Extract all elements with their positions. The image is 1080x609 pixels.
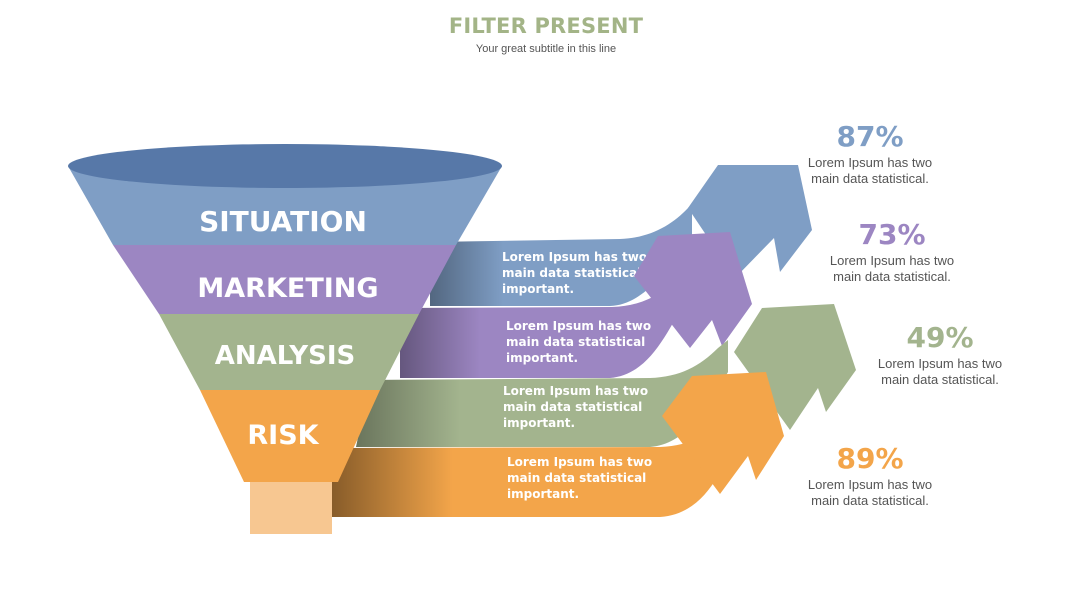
funnel-segment-risk [200, 390, 380, 482]
stat-situation: 87% Lorem Ipsum has two main data statis… [790, 122, 950, 187]
stat-analysis: 49% Lorem Ipsum has two main data statis… [860, 323, 1020, 388]
funnel-segment-situation [68, 166, 502, 245]
stat-text-analysis: Lorem Ipsum has two main data statistica… [877, 356, 1003, 387]
stage-label-risk: RISK [247, 420, 319, 451]
stat-percent-situation: 87% [836, 120, 904, 153]
stage-label-marketing: MARKETING [197, 273, 378, 304]
stat-marketing: 73% Lorem Ipsum has two main data statis… [812, 220, 972, 285]
funnel-segment-marketing [113, 245, 456, 314]
band-text-risk: Lorem Ipsum has two main data statistica… [507, 455, 656, 501]
band-arrow-risk: Lorem Ipsum has two main data statistica… [330, 372, 784, 517]
stat-percent-analysis: 49% [906, 321, 974, 354]
stat-text-risk: Lorem Ipsum has two main data statistica… [807, 477, 933, 508]
funnel-segment-analysis [159, 314, 419, 390]
stage-label-situation: SITUATION [199, 205, 367, 238]
header: FILTER PRESENT Your great subtitle in th… [0, 14, 1080, 55]
stage-label-analysis: ANALYSIS [215, 341, 355, 371]
stat-text-marketing: Lorem Ipsum has two main data statistica… [829, 253, 955, 284]
stat-percent-marketing: 73% [858, 218, 926, 251]
funnel-spout [250, 482, 332, 534]
band-arrow-situation: Lorem Ipsum has two main data statistica… [430, 165, 812, 306]
band-text-marketing: Lorem Ipsum has two main data statistica… [506, 319, 655, 365]
funnel: SITUATION MARKETING ANALYSIS RISK [68, 144, 502, 534]
stat-risk: 89% Lorem Ipsum has two main data statis… [790, 444, 950, 509]
page-subtitle: Your great subtitle in this line [475, 43, 617, 55]
band-text-analysis: Lorem Ipsum has two main data statistica… [503, 384, 652, 430]
band-arrow-marketing: Lorem Ipsum has two main data statistica… [400, 232, 752, 378]
stat-text-situation: Lorem Ipsum has two main data statistica… [807, 155, 933, 186]
page-title: FILTER PRESENT [448, 14, 644, 38]
band-arrow-analysis: Lorem Ipsum has two main data statistica… [356, 304, 856, 447]
stat-percent-risk: 89% [836, 442, 904, 475]
funnel-top-ellipse [68, 144, 502, 188]
band-text-situation: Lorem Ipsum has two main data statistica… [502, 250, 651, 296]
